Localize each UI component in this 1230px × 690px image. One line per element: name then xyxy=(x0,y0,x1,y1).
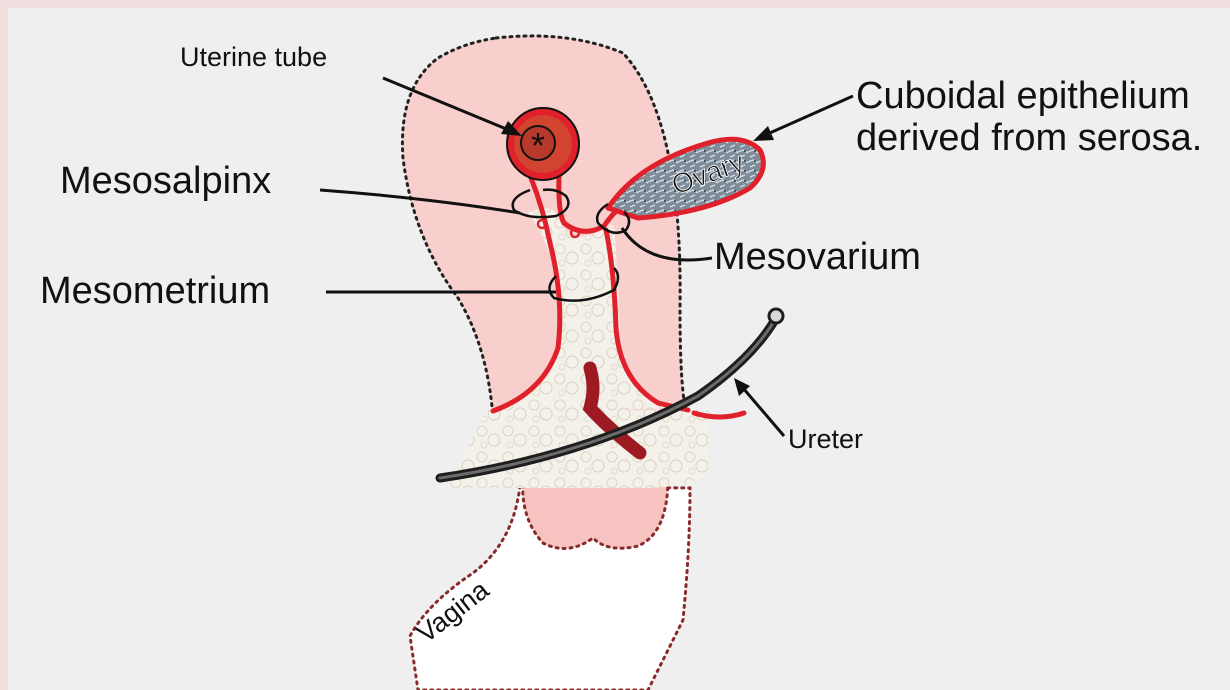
mesosalpinx-label: Mesosalpinx xyxy=(60,160,271,202)
cuboidal-epithelium-arrowhead xyxy=(753,126,774,141)
uterine-tube: * xyxy=(507,108,579,180)
diagram-slide: * Ovary Vagina Uterine tube Cuboidal epi… xyxy=(8,8,1230,690)
tube-lumen-marker: * xyxy=(531,125,545,166)
ureter-pointer xyxy=(743,388,784,436)
broad-ligament-diagram: * Ovary Vagina Uterine tube Cuboidal epi… xyxy=(8,8,1230,690)
ureter-label: Ureter xyxy=(788,424,863,454)
serosa-line-ureter xyxy=(694,413,744,417)
cuboidal-epithelium-label-line2: derived from serosa. xyxy=(856,117,1202,159)
cuboidal-epithelium-pointer xyxy=(763,96,853,136)
cuboidal-epithelium-label-line1: Cuboidal epithelium xyxy=(856,75,1190,117)
ureter-end xyxy=(769,309,783,323)
mesovarium-label: Mesovarium xyxy=(714,236,921,278)
mesometrium-label: Mesometrium xyxy=(40,270,270,312)
cervix xyxy=(523,478,668,548)
uterine-tube-label: Uterine tube xyxy=(180,42,327,72)
